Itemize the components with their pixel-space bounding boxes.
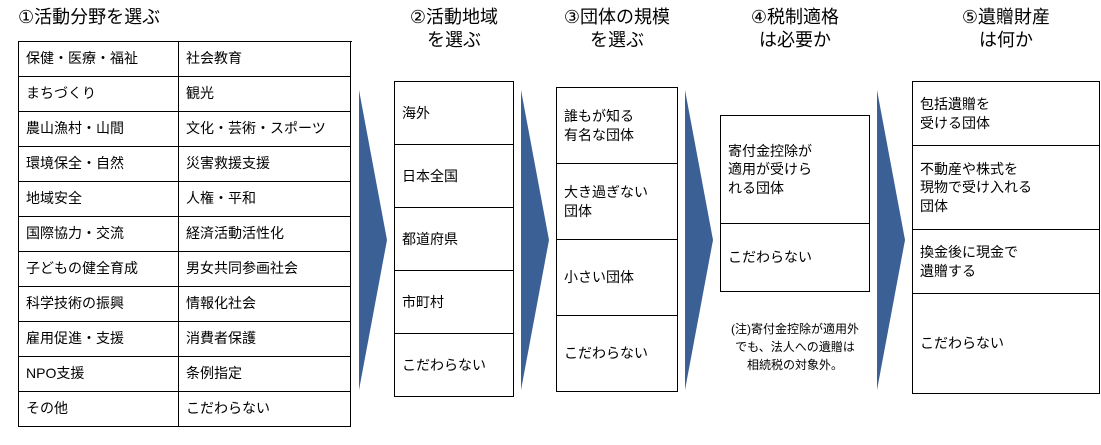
step-5-title: ⑤遺贈財産 は何か xyxy=(961,7,1051,50)
arrow-right-icon-1 xyxy=(359,90,387,390)
table-cell: 包括遺贈を 受ける団体 xyxy=(913,82,1100,146)
table-cell: 文化・芸術・スポーツ xyxy=(179,111,351,147)
table-cell: 人権・平和 xyxy=(179,181,351,217)
table-cell: 都道府県 xyxy=(395,208,514,271)
table-cell: こだわらない xyxy=(557,316,678,392)
step-5-bequest-property: ⑤遺贈財産 は何か 包括遺贈を 受ける団体 不動産や株式を 現物で受け入れる 団… xyxy=(912,6,1100,394)
table-cell: 条例指定 xyxy=(179,356,351,392)
table-cell: 日本全国 xyxy=(395,145,514,208)
arrow-right-icon-4 xyxy=(877,90,905,390)
table-cell: 農山漁村・山間 xyxy=(19,111,179,147)
step-1-title: ①活動分野を選ぶ xyxy=(18,7,161,27)
table-cell: 保健・医療・福祉 xyxy=(19,41,179,77)
table-cell: 消費者保護 xyxy=(179,321,351,357)
table-cell: 男女共同参画社会 xyxy=(179,251,351,287)
table-cell: 小さい団体 xyxy=(557,240,678,316)
step-1-activity-field: ①活動分野を選ぶ 保健・医療・福祉 社会教育 まちづくり 観光 農山漁村・山間 … xyxy=(18,6,352,427)
table-cell: 観光 xyxy=(179,76,351,112)
table-cell: 海外 xyxy=(395,82,514,145)
table-cell: こだわらない xyxy=(721,224,870,292)
step-5-table: 包括遺贈を 受ける団体 不動産や株式を 現物で受け入れる 団体 換金後に現金で … xyxy=(912,81,1100,394)
table-cell: 誰もが知る 有名な団体 xyxy=(557,88,678,164)
step-1-table: 保健・医療・福祉 社会教育 まちづくり 観光 農山漁村・山間 文化・芸術・スポー… xyxy=(18,40,352,427)
table-cell: 市町村 xyxy=(395,271,514,334)
step-3-organization-size: ③団体の規模 を選ぶ 誰もが知る 有名な団体 大き過ぎない 団体 小さい団体 こ… xyxy=(556,6,678,392)
table-cell: NPO支援 xyxy=(19,356,179,392)
table-cell: まちづくり xyxy=(19,76,179,112)
table-cell: 地域安全 xyxy=(19,181,179,217)
step-3-table: 誰もが知る 有名な団体 大き過ぎない 団体 小さい団体 こだわらない xyxy=(556,87,678,392)
step-4-tax-qualification: ④税制適格 は必要か 寄付金控除が 適用が受けら れる団体 こだわらない (注)… xyxy=(720,6,870,374)
arrow-right-icon-3 xyxy=(685,90,713,390)
table-cell: 情報化社会 xyxy=(179,286,351,322)
table-cell: 雇用促進・支援 xyxy=(19,321,179,357)
table-cell: 大き過ぎない 団体 xyxy=(557,164,678,240)
table-cell: 寄付金控除が 適用が受けら れる団体 xyxy=(721,116,870,224)
table-cell: 社会教育 xyxy=(179,41,351,77)
table-cell: 災害救援支援 xyxy=(179,146,351,182)
table-cell: 換金後に現金で 遺贈する xyxy=(913,230,1100,294)
table-cell: 不動産や株式を 現物で受け入れる 団体 xyxy=(913,146,1100,230)
table-cell: 科学技術の振興 xyxy=(19,286,179,322)
step-2-table: 海外 日本全国 都道府県 市町村 こだわらない xyxy=(394,81,514,397)
table-cell: その他 xyxy=(19,391,179,427)
step-3-title: ③団体の規模 を選ぶ xyxy=(563,7,671,50)
table-cell: 経済活動活性化 xyxy=(179,216,351,252)
table-cell: 国際協力・交流 xyxy=(19,216,179,252)
step-2-activity-region: ②活動地域 を選ぶ 海外 日本全国 都道府県 市町村 こだわらない xyxy=(394,6,514,397)
table-cell: 子どもの健全育成 xyxy=(19,251,179,287)
table-cell: こだわらない xyxy=(395,334,514,397)
tax-note: (注)寄付金控除が適用外 でも、法人への遺贈は 相続税の対象外。 xyxy=(731,322,859,372)
table-cell: こだわらない xyxy=(179,391,351,427)
step-4-title: ④税制適格 は必要か xyxy=(750,7,840,50)
step-4-table: 寄付金控除が 適用が受けら れる団体 こだわらない xyxy=(720,115,870,292)
arrow-right-icon-2 xyxy=(521,90,549,390)
table-cell: 環境保全・自然 xyxy=(19,146,179,182)
table-cell: こだわらない xyxy=(913,294,1100,394)
step-2-title: ②活動地域 を選ぶ xyxy=(409,7,499,50)
